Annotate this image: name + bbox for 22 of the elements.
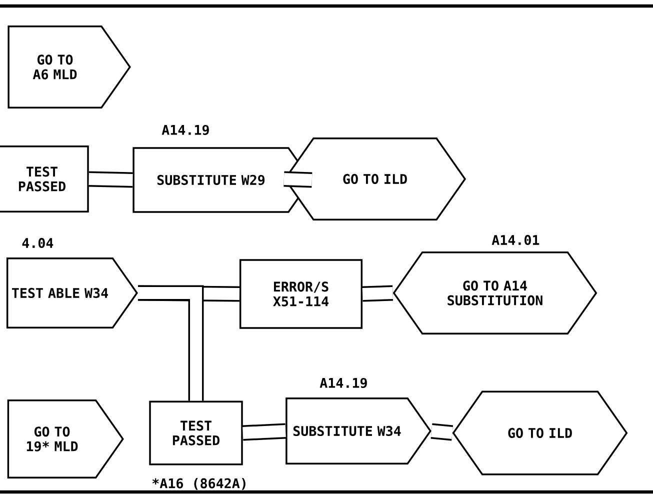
reference-label: A14.19 bbox=[162, 124, 209, 136]
pipe-connector bbox=[242, 423, 286, 441]
reference-label: A14.01 bbox=[492, 234, 540, 246]
action-box: ERROR/S X51-114 bbox=[239, 259, 363, 329]
test-box: TEST PASSED bbox=[0, 145, 89, 213]
goto-box: GO TO ILD bbox=[284, 137, 466, 221]
pipe-connector bbox=[138, 285, 204, 401]
pipe-connector bbox=[284, 171, 312, 188]
goto-box: GO TO A6 MLD bbox=[8, 25, 131, 109]
action-box: SUBSTITUTE W34 bbox=[286, 397, 432, 465]
reference-label: *A16 (8642A) bbox=[152, 478, 246, 490]
pipe-connector bbox=[430, 423, 454, 441]
goto-box: GO TO 19* MLD bbox=[7, 399, 124, 479]
reference-label: 4.04 bbox=[22, 238, 54, 248]
pipe-connector bbox=[362, 285, 394, 302]
pipe-connector bbox=[88, 171, 133, 188]
test-box: TEST PASSED bbox=[149, 400, 243, 466]
action-box: SUBSTITUTE W29 bbox=[132, 147, 312, 213]
goto-box: GO TO ILD bbox=[452, 390, 628, 476]
test-box: TEST ABLE W34 bbox=[6, 257, 138, 329]
reference-label: A14.19 bbox=[320, 378, 367, 388]
goto-box: GO TO A14 SUBSTITUTION bbox=[392, 251, 598, 335]
